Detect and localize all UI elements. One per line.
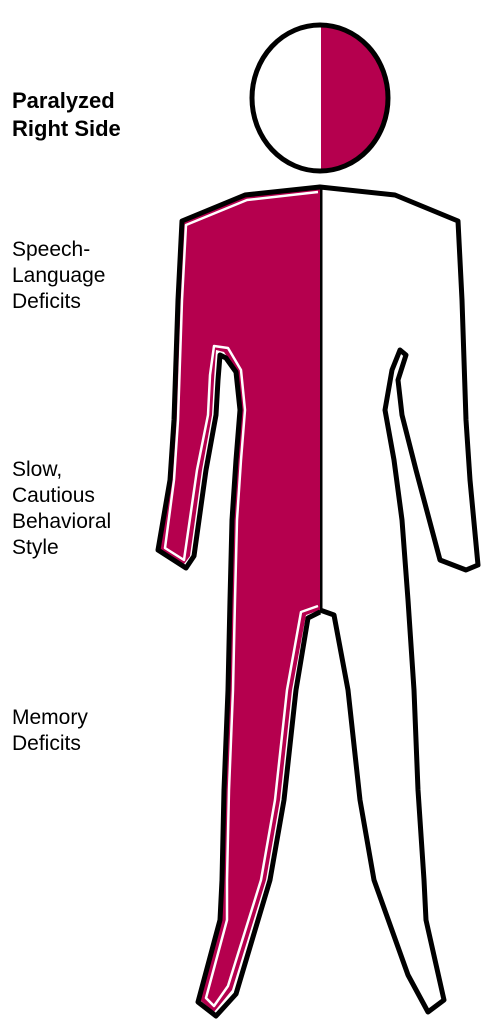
body-unaffected-half bbox=[320, 187, 478, 1012]
body bbox=[158, 187, 478, 1016]
body-affected-half bbox=[160, 187, 320, 1012]
head bbox=[252, 20, 395, 180]
